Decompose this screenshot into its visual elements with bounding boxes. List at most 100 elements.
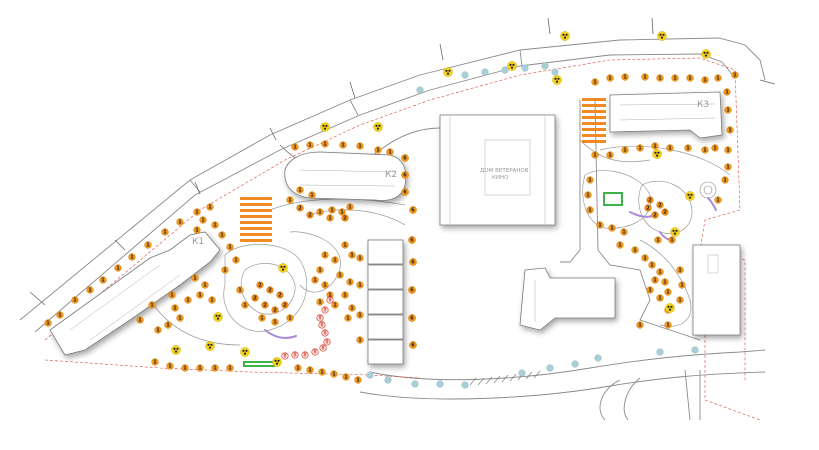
shrub-marker-icon <box>661 208 669 216</box>
marker-label: 1 <box>213 223 217 229</box>
tree-marker: 1 <box>386 148 394 156</box>
tree-marker-icon <box>348 251 356 259</box>
marker-label: 1 <box>318 210 322 216</box>
tree-marker: 1 <box>221 266 229 274</box>
tree-marker-icon <box>356 142 364 150</box>
marker-label: 1 <box>716 76 720 82</box>
marker-label: 1 <box>88 288 92 294</box>
tree-marker: 1 <box>591 78 599 86</box>
tree-marker: 1 <box>651 142 659 150</box>
marker-label: 1 <box>728 128 732 134</box>
lamp-icon <box>701 49 711 59</box>
tree-marker-icon <box>318 368 326 376</box>
tree-marker-icon <box>724 146 732 154</box>
tree-marker-icon <box>676 266 684 274</box>
marker-label: 1 <box>328 216 332 222</box>
townhouse-3 <box>367 289 404 315</box>
marker-label: 1 <box>638 146 642 152</box>
blue-tree-icon <box>366 371 374 379</box>
lamp-icon <box>320 122 330 132</box>
marker-label: 1 <box>343 293 347 299</box>
tree-marker: 1 <box>331 301 339 309</box>
lamp-icon <box>272 357 282 367</box>
tree-marker-icon <box>374 146 382 154</box>
tree-marker-icon <box>408 314 416 322</box>
tree-marker-icon <box>306 141 314 149</box>
tree-marker-icon <box>701 76 709 84</box>
marker-label: 8 <box>321 346 325 352</box>
marker-label: 1 <box>323 283 327 289</box>
marker-label: 1 <box>678 298 682 304</box>
tree-marker: 1 <box>341 241 349 249</box>
tree-marker-icon <box>193 208 201 216</box>
shrub-marker: 2 <box>651 211 659 219</box>
hedge-marker: 6 <box>408 286 416 294</box>
marker-label: 1 <box>228 366 232 372</box>
tree-marker: 1 <box>684 144 692 152</box>
tree-marker-icon <box>401 171 409 179</box>
marker-label: 1 <box>213 366 217 372</box>
marker-label: 1 <box>348 205 352 211</box>
tree-marker: 1 <box>641 254 649 262</box>
tree-marker-icon <box>201 281 209 289</box>
tree-marker: 1 <box>636 144 644 152</box>
tree-marker: 1 <box>676 266 684 274</box>
lamp-icon <box>373 122 383 132</box>
marker-label: 1 <box>673 76 677 82</box>
shrub-marker: 2 <box>646 196 654 204</box>
marker-label: 1 <box>648 288 652 294</box>
tree-marker: 1 <box>656 268 664 276</box>
shrub-marker-icon <box>261 301 269 309</box>
shrub-marker-icon <box>266 286 274 294</box>
tree-marker: 1 <box>584 191 592 199</box>
tree-marker-icon <box>331 301 339 309</box>
marker-label: 1 <box>658 76 662 82</box>
marker-label: 6 <box>410 238 414 244</box>
marker-label: 1 <box>330 208 334 214</box>
tree-marker-icon <box>321 281 329 289</box>
marker-label: 1 <box>198 366 202 372</box>
tree-marker-icon <box>199 216 207 224</box>
tree-marker: 1 <box>664 288 672 296</box>
marker-label: 1 <box>658 270 662 276</box>
marker-label: 1 <box>234 258 238 264</box>
tree-marker: 1 <box>356 336 364 344</box>
tree-marker-icon <box>171 304 179 312</box>
tree-marker: 1 <box>651 276 659 284</box>
marker-label: 1 <box>653 144 657 150</box>
tree-marker: 1 <box>196 364 204 372</box>
marker-label: 1 <box>598 223 602 229</box>
hedge-marker: 6 <box>401 171 409 179</box>
tree-marker: 1 <box>341 291 349 299</box>
tree-marker: 1 <box>711 144 719 152</box>
label-k1: К1 <box>192 237 204 247</box>
tree-marker: 1 <box>232 256 240 264</box>
tree-marker-icon <box>591 78 599 86</box>
marker-label: 1 <box>203 283 207 289</box>
lamp-icon <box>240 347 250 357</box>
label-k2: К2 <box>385 170 397 180</box>
tree-marker: 1 <box>193 226 201 234</box>
blue-tree-icon <box>691 346 699 354</box>
label-center-line2: КИНО <box>492 175 509 181</box>
marker-label: 1 <box>723 178 727 184</box>
blue-tree-icon <box>436 380 444 388</box>
marker-label: 1 <box>350 306 354 312</box>
tree-marker-icon <box>128 253 136 261</box>
marker-label: 1 <box>666 290 670 296</box>
shrub-marker-icon <box>276 291 284 299</box>
red-marker: 8 <box>323 338 331 346</box>
marker-label: 1 <box>726 165 730 171</box>
tree-marker-icon <box>656 74 664 82</box>
tree-marker-icon <box>236 286 244 294</box>
red-marker-icon <box>319 344 327 352</box>
tree-marker: 1 <box>296 186 304 194</box>
tree-marker-icon <box>191 274 199 282</box>
red-marker-icon <box>301 351 309 359</box>
blue-tree-icon <box>384 376 392 384</box>
marker-label: 1 <box>332 372 336 378</box>
blue-tree-icon <box>594 354 602 362</box>
tree-marker: 1 <box>176 218 184 226</box>
marker-label: 1 <box>296 366 300 372</box>
tree-marker-icon <box>651 142 659 150</box>
